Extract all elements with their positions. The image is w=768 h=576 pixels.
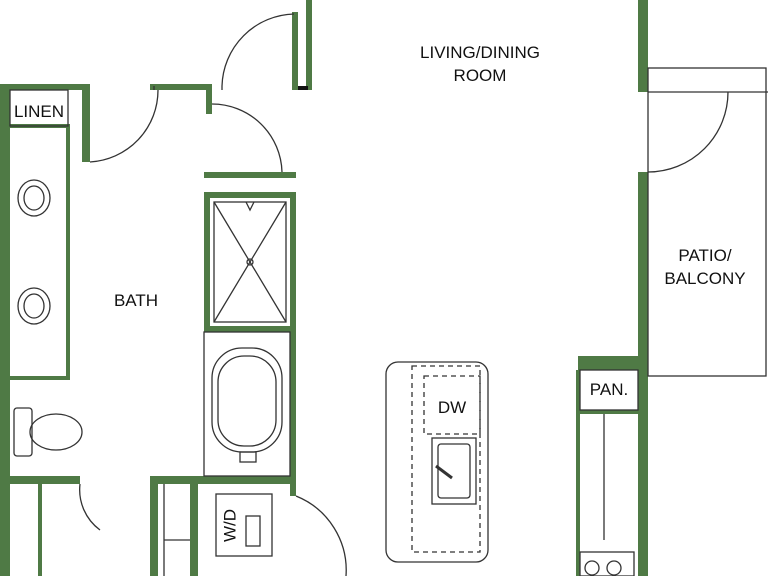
shower-door-arc (211, 103, 283, 173)
burner-left (584, 560, 600, 576)
kitchen-sink (431, 437, 477, 505)
wall-shower-top-a (204, 172, 296, 178)
wall-counter-edge (576, 370, 580, 576)
wall-bath-bottom-right (150, 476, 296, 484)
wall-door-jamb (206, 84, 212, 114)
wall-shower-left (204, 192, 210, 332)
washer-dryer (215, 493, 273, 557)
wall-tub-right (290, 326, 296, 496)
pantry-box (579, 369, 639, 411)
island-cabinet-dashed (411, 365, 481, 553)
bathtub (211, 347, 283, 453)
wall-shower-top-b (204, 192, 296, 198)
kitchen-island (385, 361, 489, 563)
washer-dryer-door (245, 515, 261, 547)
closet-door-arc (79, 483, 101, 531)
dishwasher-label: DW (437, 398, 467, 417)
patio-balcony-label: PATIO/ BALCONY (650, 244, 760, 290)
kitchen-sink-basin (437, 443, 471, 499)
bathtub-inner (217, 355, 277, 447)
toilet-bowl (29, 413, 83, 451)
laundry-door-arc (295, 495, 347, 576)
wall-entry-stub-right (306, 0, 312, 90)
living-dining-label: LIVING/DINING ROOM (400, 41, 560, 87)
wall-closet-divider (38, 484, 42, 576)
tub-faucet (239, 451, 257, 463)
wall-laundry-left (190, 476, 198, 576)
wall-kitchen-right (638, 356, 648, 576)
living-label-line2: ROOM (453, 66, 507, 85)
tub-enclosure (203, 331, 291, 477)
stove (579, 551, 635, 576)
washer-dryer-label: W/D (220, 508, 240, 543)
wall-pantry-bottom (578, 410, 648, 414)
walls (0, 0, 648, 576)
living-label-line1: LIVING/DINING (420, 43, 540, 62)
shower-drain (246, 258, 254, 266)
pantry-label: PAN. (589, 380, 629, 399)
patio-label-line1: PATIO/ (678, 246, 732, 265)
wall-bath-top-mid (150, 84, 212, 90)
shower-head (245, 201, 255, 212)
bath-label: BATH (113, 291, 159, 310)
patio-label-line2: BALCONY (664, 269, 746, 288)
shower-pan (213, 201, 287, 323)
wall-closet-left (150, 476, 158, 576)
fixtures (9, 13, 768, 576)
dishwasher-dashed (423, 375, 481, 435)
wall-shower-right (290, 192, 296, 332)
wall-vanity-bottom (0, 376, 70, 380)
wall-bath-door-jamb (82, 84, 90, 162)
faucet-spout (435, 464, 453, 480)
wall-bath-top (0, 84, 90, 90)
wall-left-outer (0, 84, 10, 576)
sink-upper (17, 179, 51, 217)
linen-label: LINEN (13, 102, 65, 121)
sink-lower-basin (23, 293, 45, 319)
patio-door-arc (647, 91, 729, 173)
shower-diag-2 (213, 201, 287, 323)
wall-living-right-lower (638, 172, 648, 358)
entry-threshold (298, 86, 308, 90)
linen-closet (9, 89, 69, 127)
kitchen-faucet (435, 464, 453, 480)
wall-living-right-upper (638, 0, 648, 92)
toilet-tank (13, 407, 33, 457)
wall-bath-bottom-left (0, 476, 80, 484)
wall-entry-stub-left (292, 12, 298, 90)
patio-outline (647, 67, 767, 377)
sink-upper-basin (23, 185, 45, 211)
burner-right (606, 560, 622, 576)
wall-pantry-top (578, 356, 648, 370)
sink-lower (17, 287, 51, 325)
wall-shower-bottom (204, 326, 296, 332)
wall-vanity-edge (66, 128, 70, 380)
entry-door-arc (221, 13, 295, 87)
bath-door-arc (89, 89, 159, 163)
